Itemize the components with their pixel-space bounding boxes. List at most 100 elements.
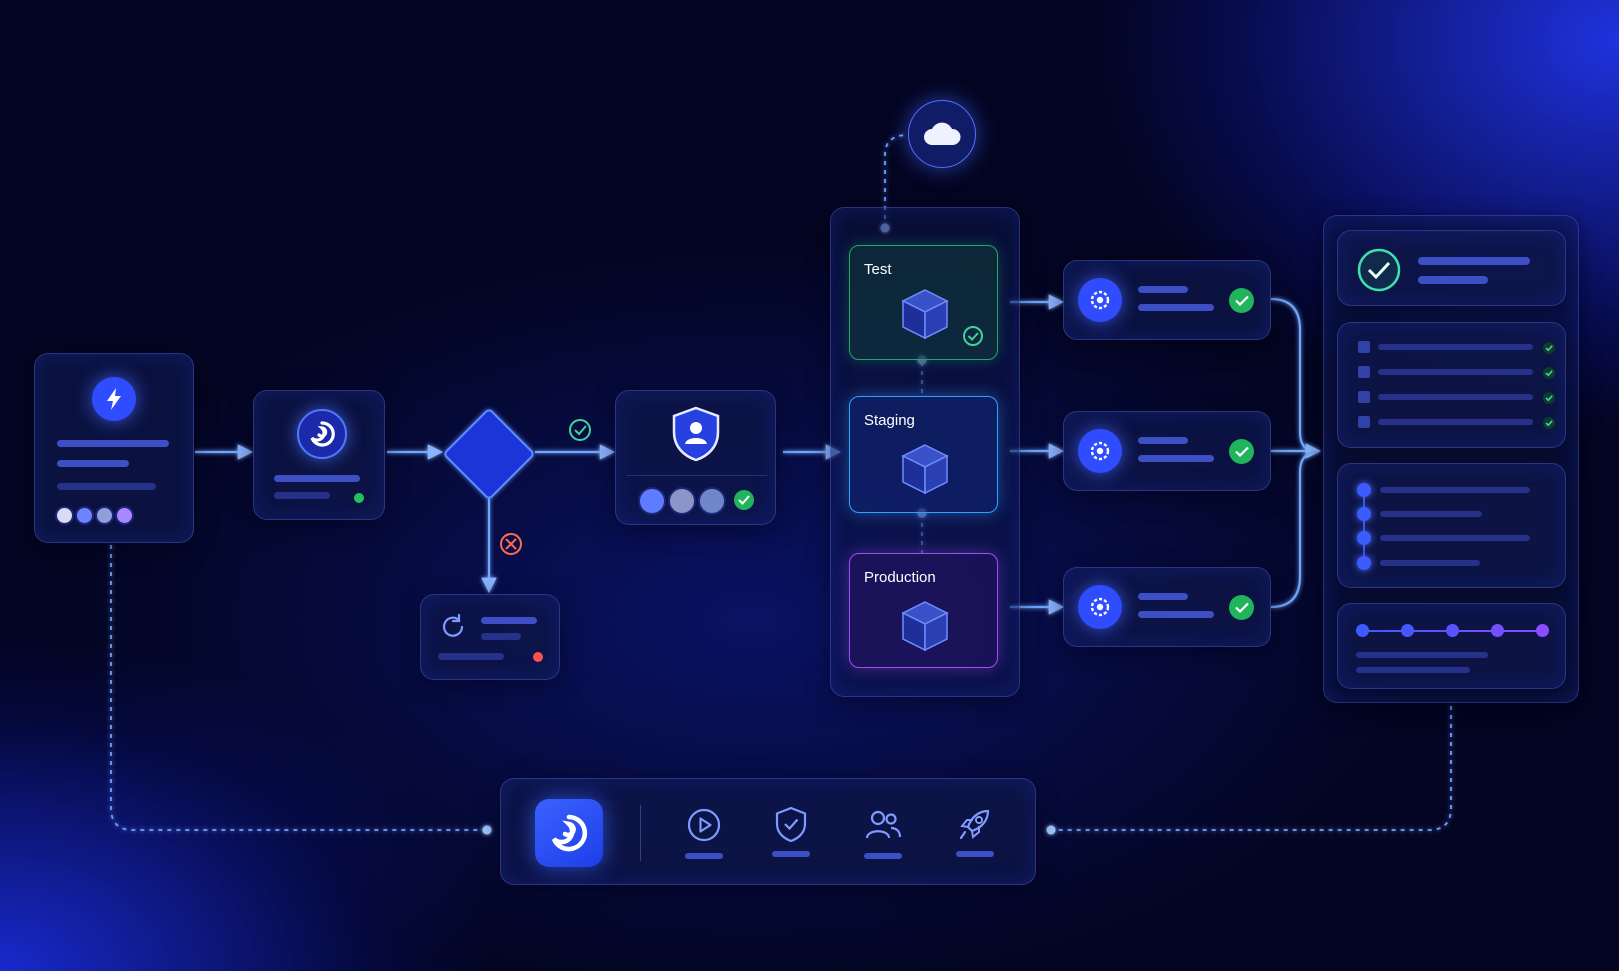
decision-diamond[interactable]	[444, 409, 535, 500]
env-production-label: Production	[864, 569, 936, 586]
status-dot-red	[533, 652, 543, 662]
timeline-dot	[1491, 624, 1504, 637]
text-line	[1356, 667, 1470, 673]
approval-check-icon	[569, 419, 591, 441]
steps-section	[1337, 463, 1566, 588]
text-line	[1138, 455, 1214, 462]
env-staging-label: Staging	[864, 412, 915, 429]
nav-security[interactable]	[771, 805, 811, 857]
trigger-card[interactable]	[34, 353, 194, 543]
text-line	[1380, 560, 1480, 566]
feedback-line-left	[110, 545, 487, 831]
text-line	[57, 440, 169, 447]
text-line	[274, 475, 360, 482]
text-line	[1138, 611, 1214, 618]
timeline-dot	[1446, 624, 1459, 637]
step-dot	[1357, 507, 1371, 521]
app-logo[interactable]	[535, 799, 603, 867]
users-icon	[865, 810, 902, 839]
source-card[interactable]	[253, 390, 385, 520]
summary-header[interactable]	[1337, 230, 1566, 306]
text-line	[1380, 511, 1482, 517]
text-line	[1138, 593, 1188, 600]
timeline-dot	[1401, 624, 1414, 637]
env-test[interactable]: Test	[849, 245, 998, 360]
avatar	[698, 487, 726, 515]
text-line	[1418, 257, 1530, 265]
cube-icon	[901, 444, 949, 495]
shield-check-icon	[775, 806, 807, 843]
deploy-job-test[interactable]	[1063, 260, 1271, 340]
gear-icon	[1078, 278, 1122, 322]
step-dot	[1357, 556, 1371, 570]
passed-check-icon	[963, 326, 983, 346]
text-line	[274, 492, 330, 499]
connector-dot	[1046, 825, 1056, 835]
security-approval-card[interactable]	[615, 390, 776, 525]
text-line	[1138, 304, 1214, 311]
step-dot	[1357, 483, 1371, 497]
avatar	[668, 487, 696, 515]
avatar	[115, 506, 134, 525]
avatar	[95, 506, 114, 525]
cube-icon	[901, 289, 949, 340]
step-dot	[1357, 531, 1371, 545]
merge-line-top	[1270, 297, 1319, 454]
gear-icon	[1078, 429, 1122, 473]
play-icon	[687, 808, 721, 842]
cloud-icon	[924, 122, 961, 145]
checklist-item[interactable]	[1358, 366, 1558, 380]
text-line	[438, 653, 504, 660]
check-circle-icon	[1357, 248, 1401, 292]
deploy-job-production[interactable]	[1063, 567, 1271, 647]
checklist-section	[1337, 322, 1566, 448]
success-check-icon	[1229, 439, 1254, 464]
text-line	[1356, 652, 1488, 658]
summary-panel	[1323, 215, 1579, 703]
text-line	[57, 460, 129, 467]
swirl-logo-icon	[551, 814, 588, 852]
avatar	[638, 487, 666, 515]
text-line	[481, 617, 537, 624]
checklist-item[interactable]	[1358, 391, 1558, 405]
success-check-icon	[1229, 595, 1254, 620]
env-staging[interactable]: Staging	[849, 396, 998, 513]
rocket-icon	[959, 809, 990, 840]
text-line	[57, 483, 156, 490]
retry-card[interactable]	[420, 594, 560, 680]
nav-play[interactable]	[684, 807, 724, 859]
text-line	[1138, 437, 1188, 444]
shield-user-icon	[672, 406, 720, 462]
nav-team[interactable]	[863, 807, 903, 859]
deploy-job-staging[interactable]	[1063, 411, 1271, 491]
timeline-section	[1337, 603, 1566, 689]
status-dot-green	[354, 493, 364, 503]
gear-icon	[1078, 585, 1122, 629]
merge-line-bottom	[1270, 450, 1319, 609]
nav-deploy[interactable]	[955, 805, 995, 857]
feedback-line-right	[1051, 706, 1452, 831]
swirl-logo-icon	[297, 409, 347, 459]
refresh-icon	[442, 613, 464, 637]
env-production[interactable]: Production	[849, 553, 998, 668]
checklist-item[interactable]	[1358, 341, 1558, 355]
bottom-toolbar	[500, 778, 1036, 885]
cube-icon	[901, 601, 949, 652]
text-line	[1380, 487, 1530, 493]
text-line	[1418, 276, 1488, 284]
env-test-label: Test	[864, 261, 892, 278]
text-line	[1138, 286, 1188, 293]
cloud-node[interactable]	[908, 100, 976, 168]
reject-x-icon	[500, 533, 522, 555]
text-line	[481, 633, 521, 640]
lightning-bolt-icon	[92, 377, 136, 421]
cloud-link-line	[884, 134, 909, 228]
checklist-item[interactable]	[1358, 416, 1558, 430]
timeline-dot	[1356, 624, 1369, 637]
avatar	[55, 506, 74, 525]
timeline-dot	[1536, 624, 1549, 637]
avatar	[75, 506, 94, 525]
success-check-icon	[1229, 288, 1254, 313]
text-line	[1380, 535, 1530, 541]
approved-check-icon	[734, 490, 754, 510]
